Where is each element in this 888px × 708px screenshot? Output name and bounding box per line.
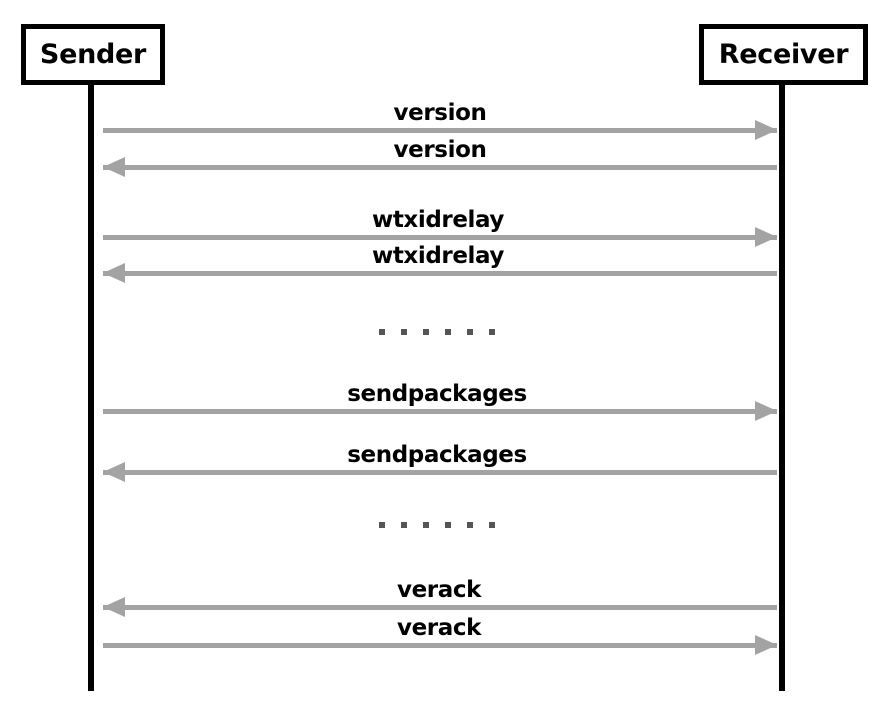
message-label: wtxidrelay [371,243,505,269]
arrowhead-right-icon [755,401,777,421]
message-label: version [393,137,487,163]
dot-icon [379,522,385,528]
dot-icon [423,329,429,335]
message-line [103,271,777,276]
participant-box-receiver[interactable]: Receiver [699,24,868,85]
dot-icon [423,522,429,528]
arrowhead-right-icon [755,120,777,140]
arrowhead-left-icon [103,263,125,283]
arrowhead-left-icon [103,462,125,482]
message-line [103,470,777,475]
dot-icon [401,522,407,528]
message-label: sendpackages [347,381,527,407]
lifeline-receiver [779,84,785,691]
message-label: wtxidrelay [371,207,505,233]
participant-box-sender[interactable]: Sender [21,24,165,85]
message-label: verack [397,615,481,641]
continuation-dots [379,522,495,528]
lifeline-sender [88,84,94,691]
participant-label-receiver: Receiver [718,39,849,70]
message-line [103,165,777,170]
message-label: sendpackages [347,442,527,468]
dot-icon [467,329,473,335]
dot-icon [489,329,495,335]
dot-icon [445,329,451,335]
arrowhead-right-icon [755,227,777,247]
arrowhead-left-icon [103,157,125,177]
message-line [103,605,777,610]
arrowhead-left-icon [103,597,125,617]
dot-icon [489,522,495,528]
dot-icon [379,329,385,335]
message-line [103,128,777,133]
message-line [103,409,777,414]
dot-icon [401,329,407,335]
message-line [103,643,777,648]
dot-icon [467,522,473,528]
continuation-dots [379,329,495,335]
dot-icon [445,522,451,528]
message-line [103,235,777,240]
participant-label-sender: Sender [39,39,147,70]
message-label: version [393,100,487,126]
arrowhead-right-icon [755,635,777,655]
message-label: verack [397,577,481,603]
